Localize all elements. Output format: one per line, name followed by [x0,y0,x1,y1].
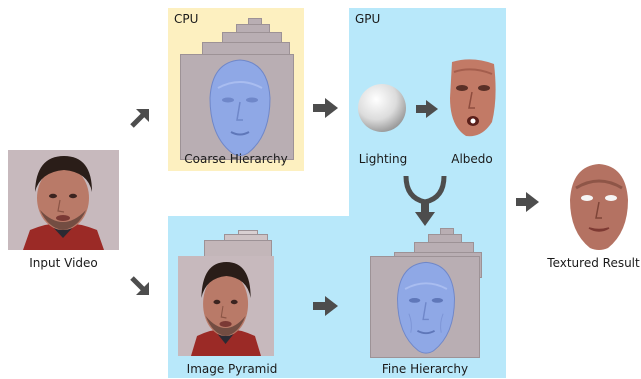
image-pyramid-stack [176,226,286,356]
arrow-icon [130,276,149,295]
input-video-image [8,150,119,250]
arrow-icon [516,192,539,212]
face-mesh-icon [209,59,271,156]
sphere-icon [358,84,406,132]
coarse-hierarchy-label: Coarse Hierarchy [184,152,288,166]
textured-result-label: Textured Result [547,256,640,270]
lighting-label: Lighting [358,152,408,166]
albedo-label: Albedo [451,152,493,166]
arrow-icon [313,296,338,316]
textured-face-icon [570,164,628,250]
fine-hierarchy-stack [370,226,490,358]
arrow-icon [403,175,447,226]
coarse-hierarchy-stack [178,16,298,160]
input-video-label: Input Video [29,256,98,270]
image-pyramid-label: Image Pyramid [186,362,278,376]
face-photo-icon [178,256,274,356]
fine-hierarchy-label: Fine Hierarchy [381,362,469,376]
face-photo-icon [8,150,119,250]
face-mesh-icon [397,261,455,354]
gpu-label: GPU [355,12,381,26]
arrow-icon [313,98,338,118]
arrow-icon [416,100,438,118]
albedo-face-icon [450,59,496,137]
arrow-icon [130,109,149,128]
cpu-label: CPU [174,12,199,26]
image-pyramid-image [178,256,274,356]
